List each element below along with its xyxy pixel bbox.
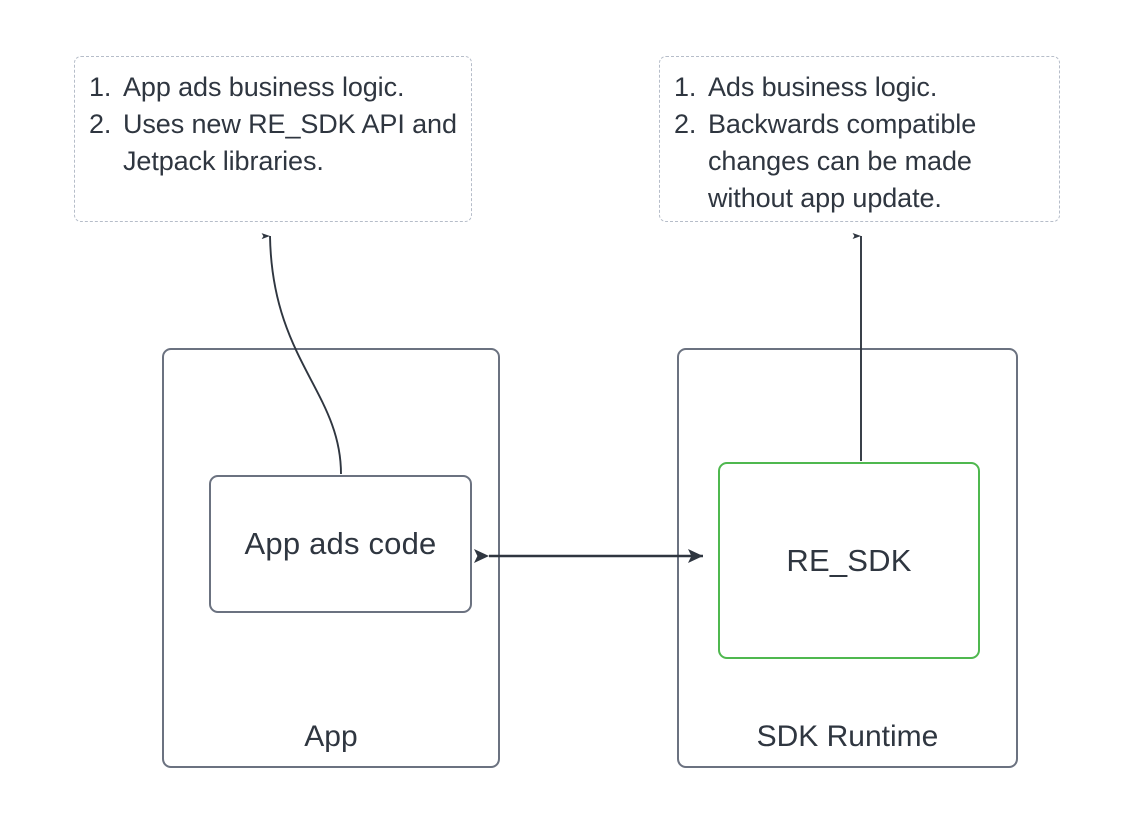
app-note-callout: 1. App ads business logic. 2. Uses new R… [74,56,472,222]
note-text: Backwards compatible changes can be made… [708,109,977,213]
note-text: Uses new RE_SDK API and Jetpack librarie… [123,109,457,176]
note-number: 2. [89,109,112,139]
note-number: 2. [674,109,697,139]
app-ads-code-label: App ads code [244,526,437,561]
note-number: 1. [89,72,112,102]
re-sdk-label: RE_SDK [786,542,912,578]
note-text: Ads business logic. [708,72,938,102]
sdk-note-callout: 1. Ads business logic. 2. Backwards comp… [659,56,1060,222]
app-ads-code-box: App ads code [209,475,472,613]
re-sdk-box: RE_SDK [718,462,980,659]
sdk-note-list: 1. Ads business logic. 2. Backwards comp… [674,69,1045,217]
list-item: 1. Ads business logic. [674,69,1045,106]
app-note-list: 1. App ads business logic. 2. Uses new R… [89,69,457,180]
list-item: 1. App ads business logic. [89,69,457,106]
list-item: 2. Uses new RE_SDK API and Jetpack libra… [89,106,457,180]
list-item: 2. Backwards compatible changes can be m… [674,106,1045,217]
note-number: 1. [674,72,697,102]
note-text: App ads business logic. [123,72,405,102]
app-container-label: App [304,720,358,753]
sdk-runtime-container-label: SDK Runtime [756,720,939,753]
